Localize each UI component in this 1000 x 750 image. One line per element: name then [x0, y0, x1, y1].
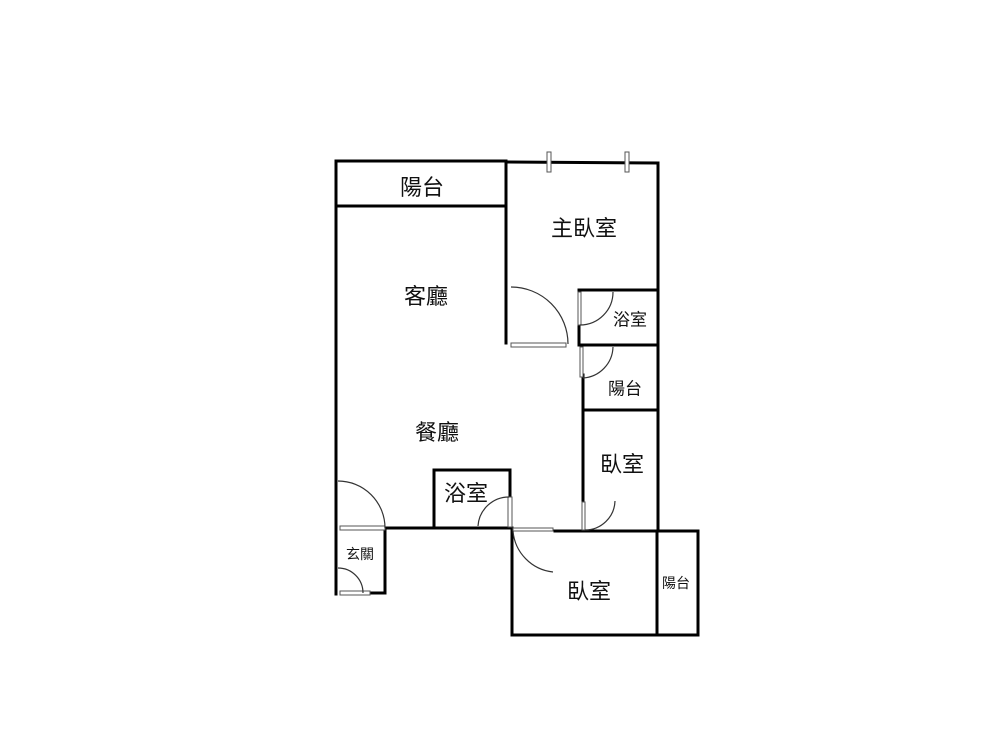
room-label-bedroom-3: 臥室 [566, 580, 612, 605]
room-label-bedroom-2: 臥室 [599, 453, 645, 478]
room-label-master-bath: 浴室 [613, 310, 647, 331]
room-label-balcony-mid: 陽台 [608, 379, 642, 400]
room-label-living-room: 客廳 [403, 285, 449, 310]
room-label-balcony-top: 陽台 [399, 176, 445, 201]
windows [546, 151, 630, 173]
room-label-bathroom: 浴室 [443, 482, 489, 507]
room-label-dining-room: 餐廳 [414, 421, 460, 446]
doors [337, 286, 616, 596]
walls [334, 159, 700, 637]
room-label-master-bedroom: 主臥室 [550, 217, 618, 242]
room-label-entrance: 玄關 [346, 547, 374, 563]
room-label-balcony-bottom: 陽台 [662, 576, 690, 592]
